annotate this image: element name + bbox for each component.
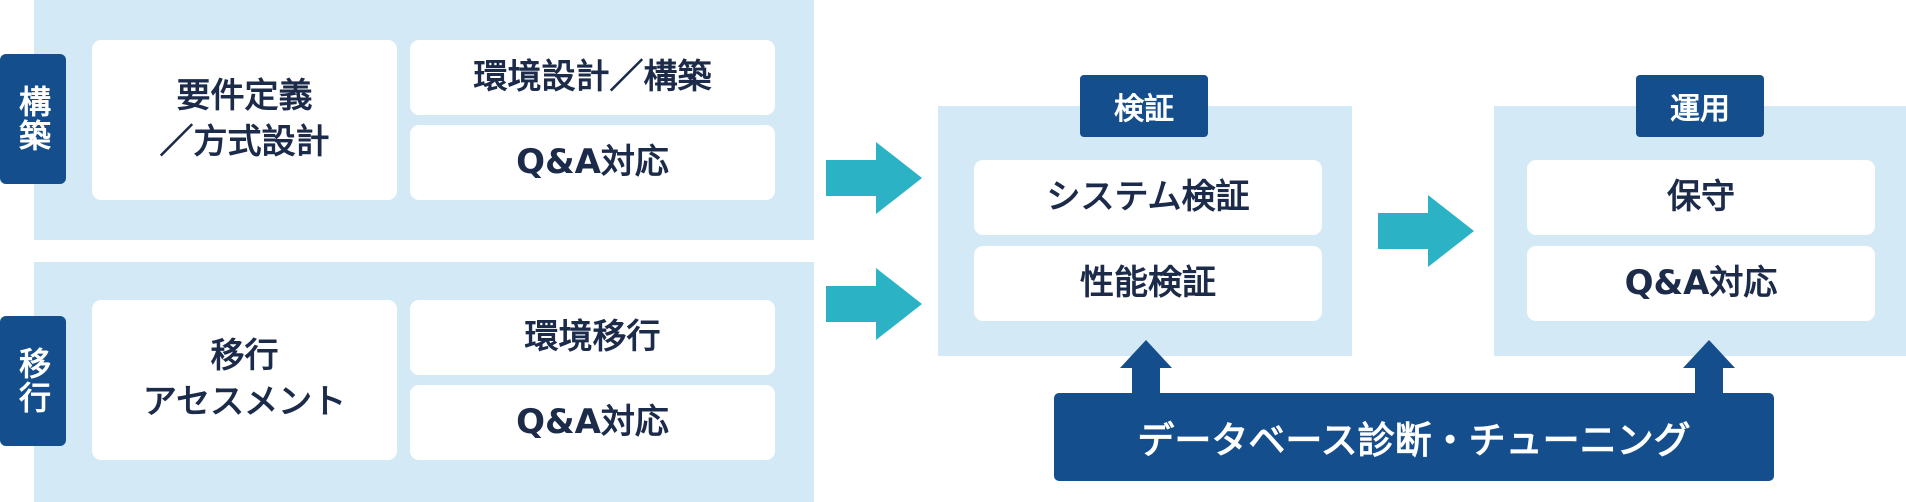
maintenance-card: 保守 bbox=[1527, 160, 1875, 235]
arrow-right-icon bbox=[826, 142, 922, 214]
env-design-card: 環境設計／構築 bbox=[410, 40, 775, 115]
migration-qa-card: Q&A対応 bbox=[410, 385, 775, 460]
verification-tag: 検証 bbox=[1080, 75, 1208, 137]
operation-qa-card: Q&A対応 bbox=[1527, 246, 1875, 321]
migration-tab: 移行 bbox=[0, 316, 66, 446]
performance-verification-card: 性能検証 bbox=[974, 246, 1322, 321]
tuning-bar: データベース診断・チューニング bbox=[1054, 393, 1774, 481]
arrow-up-icon bbox=[1683, 340, 1735, 400]
arrow-up-icon bbox=[1120, 340, 1172, 400]
assessment-card: 移行 アセスメント bbox=[92, 300, 397, 460]
arrow-right-icon bbox=[826, 268, 922, 340]
build-tab: 構築 bbox=[0, 54, 66, 184]
build-qa-card: Q&A対応 bbox=[410, 125, 775, 200]
arrow-right-icon bbox=[1378, 195, 1474, 267]
operation-tag: 運用 bbox=[1636, 75, 1764, 137]
system-verification-card: システム検証 bbox=[974, 160, 1322, 235]
env-migration-card: 環境移行 bbox=[410, 300, 775, 375]
requirements-card: 要件定義 ／方式設計 bbox=[92, 40, 397, 200]
